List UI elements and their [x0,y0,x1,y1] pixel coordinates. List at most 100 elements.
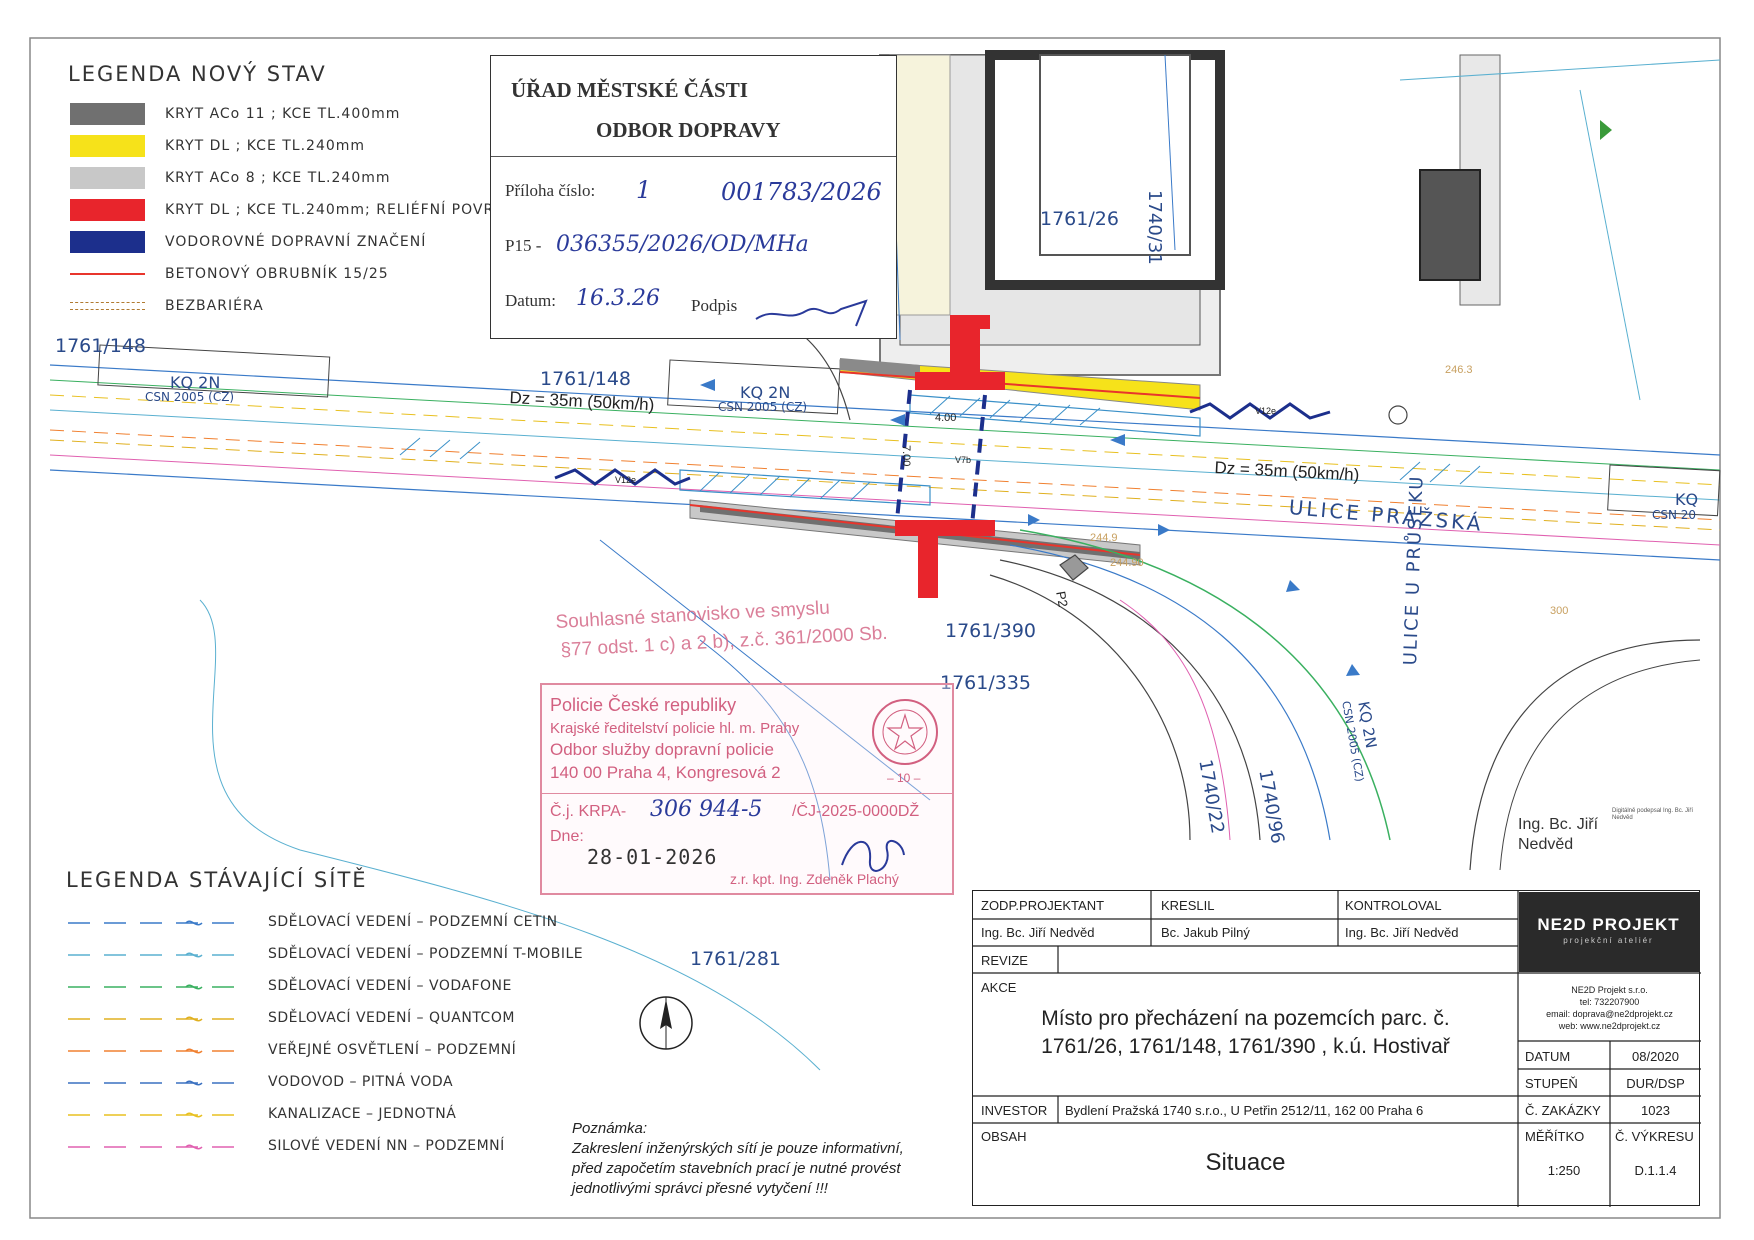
police-stamp-divider [542,793,952,794]
north-arrow-icon [639,996,693,1050]
police-signature-icon [841,840,905,872]
office-stamp-p15-value: 036355/2026/OD/MHa [556,232,809,257]
police-dne-label: Dne: [550,828,584,845]
tb-obsah-label: OBSAH [981,1129,1027,1144]
police-stamp-line2: Krajské ředitelství policie hl. m. Prahy [550,720,800,737]
tb-meritko-value: 1:250 [1547,1163,1581,1178]
legend-label: BETONOVÝ OBRUBNÍK 15/25 [165,266,389,282]
tb-stupen-label: STUPEŇ [1525,1076,1578,1091]
police-cj-suffix: /ČJ-2025-0000DŽ [792,803,920,820]
legend-label: KRYT DL ; KCE TL.240mm; RELIÉFNÍ POVRCH [165,202,516,218]
csn-label-2: CSN 2005 (CZ) [718,400,808,414]
police-stamp-line4: 140 00 Praha 4, Kongresová 2 [550,763,781,782]
title-block: ZODP.PROJEKTANT Ing. Bc. Jiří Nedvěd KRE… [972,890,1701,1207]
tb-zodp-label: ZODP.PROJEKTANT [981,898,1105,913]
legend-label: KRYT ACo 11 ; KCE TL.400mm [165,106,401,122]
tb-meritko-label: MĚŘÍTKO [1525,1129,1585,1144]
legend-swatch [70,231,145,253]
company-logo-sub: projekční ateliér [1563,936,1654,945]
sign-code-v12e-right: V12e [1255,406,1277,416]
office-stamp: ÚŘAD MĚSTSKÉ ČÁSTI ODBOR DOPRAVY Příloha… [490,55,897,339]
police-cj-label: Č.j. KRPA- [550,803,627,820]
note-text-3: jednotlivými správci přesné vytyčení !!! [572,1180,828,1197]
elevation-label-3: 244.90 [1110,557,1144,569]
police-signer: z.r. kpt. Ing. Zdeněk Plachý [730,871,899,887]
tb-stupen-value: DUR/DSP [1626,1076,1685,1091]
office-stamp-kj-value: 001783/2026 [721,178,882,206]
legend-label: KRYT DL ; KCE TL.240mm [165,138,366,154]
legend-network-label: SILOVÉ VEDENÍ NN – PODZEMNÍ [268,1138,505,1154]
police-cj-number: 306 944-5 [650,797,763,822]
police-stamp: Policie České republiky Krajské ředitels… [540,683,954,895]
parcel-label-1761-281: 1761/281 [690,948,782,970]
company-tel: tel: 732207900 [1579,997,1640,1007]
parcel-label-1761-26: 1761/26 [1040,208,1119,230]
tb-zodp-value: Ing. Bc. Jiří Nedvěd [981,925,1095,940]
tb-investor-value: Bydlení Pražská 1740 s.r.o., U Petřin 25… [1065,1103,1424,1118]
company-name: NE2D Projekt s.r.o. [1571,985,1648,995]
legend-network-line-icon [68,1112,248,1118]
office-stamp-datum-value: 16.3.26 [576,286,660,311]
tb-kreslil-label: KRESLIL [1161,898,1215,913]
legend-swatch [70,199,145,221]
police-seal-icon [872,699,938,765]
kq-label-1: KQ 2N [170,373,221,392]
sign-code-v12e-left: V12e [615,475,637,485]
tb-datum-label: DATUM [1525,1049,1571,1064]
police-dne-value: 28-01-2026 [587,845,718,869]
tb-revize-label: REVIZE [981,953,1028,968]
note-text-1: Zakreslení inženýrských sítí je pouze in… [572,1140,904,1157]
legend-network-line-icon [68,920,248,926]
legend-network-line-icon [68,952,248,958]
legend-network-line-icon [68,1080,248,1086]
kq-label-2: KQ 2N [740,383,791,402]
police-stamp-line1: Policie České republiky [550,695,737,715]
office-stamp-priloha-label: Příloha číslo: [505,181,596,200]
parcel-label-1761-335: 1761/335 [940,672,1032,694]
tb-akce-line2: 1761/26, 1761/148, 1761/390 , k.ú. Hosti… [1041,1035,1450,1058]
dim-width-label: 4.00 [935,412,957,424]
tb-obsah-value: Situace [1205,1149,1286,1176]
title-block-grid [973,891,1701,1207]
sign-code-p2: P2 [1053,590,1071,609]
legend-network-line-icon [68,1048,248,1054]
tb-akce-line1: Místo pro přecházení na pozemcích parc. … [1041,1007,1450,1030]
parcel-label-1761-148-left: 1761/148 [55,335,147,357]
tb-investor-label: INVESTOR [981,1103,1048,1118]
office-signature-icon [755,299,868,327]
office-stamp-p15-label: P15 - [505,236,542,255]
legend-network-label: SDĚLOVACÍ VEDENÍ – PODZEMNÍ T-MOBILE [268,946,584,962]
tb-datum-value: 08/2020 [1632,1049,1679,1064]
legend-network-label: SDĚLOVACÍ VEDENÍ – PODZEMNÍ CETIN [268,914,558,930]
parcel-label-1761-148: 1761/148 [540,368,632,390]
legend-label: VODOROVNÉ DOPRAVNÍ ZNAČENÍ [165,234,427,250]
tb-vykres-value: D.1.1.4 [1634,1163,1677,1178]
legend-network-label: VEŘEJNÉ OSVĚTLENÍ – PODZEMNÍ [268,1042,517,1058]
legend-network-label: SDĚLOVACÍ VEDENÍ – QUANTCOM [268,1010,515,1026]
kq-label-4: KQ [1675,490,1699,509]
note-text-2: před započetím stavebních prací je nutné… [572,1160,901,1177]
sign-code-v7b: V7b [955,455,972,465]
tb-akce-label: AKCE [981,980,1017,995]
legend-swatch [70,167,145,189]
designer-signature-name: Ing. Bc. Jiří Nedvěd [1518,816,1599,853]
office-stamp-line1: ÚŘAD MĚSTSKÉ ČÁSTI [511,78,748,102]
tb-kontroloval-value: Ing. Bc. Jiří Nedvěd [1345,925,1459,940]
legend-new-title: LEGENDA NOVÝ STAV [68,62,327,86]
parcel-label-1761-390: 1761/390 [945,620,1037,642]
elevation-label-1: 246.3 [1445,364,1473,376]
dim-length-label: 7.00 [900,445,912,467]
parcel-label-1740-31: 1740/31 [1144,190,1165,265]
legend-label: KRYT ACo 8 ; KCE TL.240mm [165,170,391,186]
office-stamp-podpis-label: Podpis [691,296,738,315]
police-seal-number: – 10 – [887,771,921,785]
legend-network-label: VODOVOD – PITNÁ VODA [268,1074,454,1090]
company-logo: NE2D PROJEKT [1537,915,1680,934]
tb-vykres-label: Č. VÝKRESU [1615,1129,1694,1144]
legend-network-line-icon [68,1144,248,1150]
legend-network-label: KANALIZACE – JEDNOTNÁ [268,1106,457,1122]
police-stamp-line3: Odbor služby dopravní policie [550,740,774,759]
legend-swatch [70,103,145,125]
legend-swatch [70,302,145,310]
